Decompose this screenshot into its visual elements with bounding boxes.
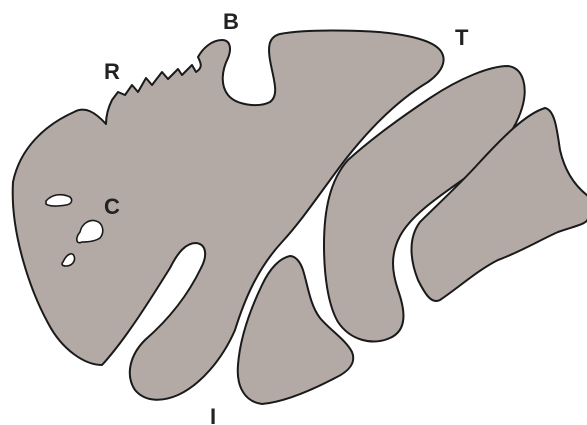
label-b: B [223,9,239,34]
label-r: R [104,59,120,84]
label-c: C [104,194,120,219]
label-i: I [210,404,216,425]
label-t: T [455,25,469,50]
